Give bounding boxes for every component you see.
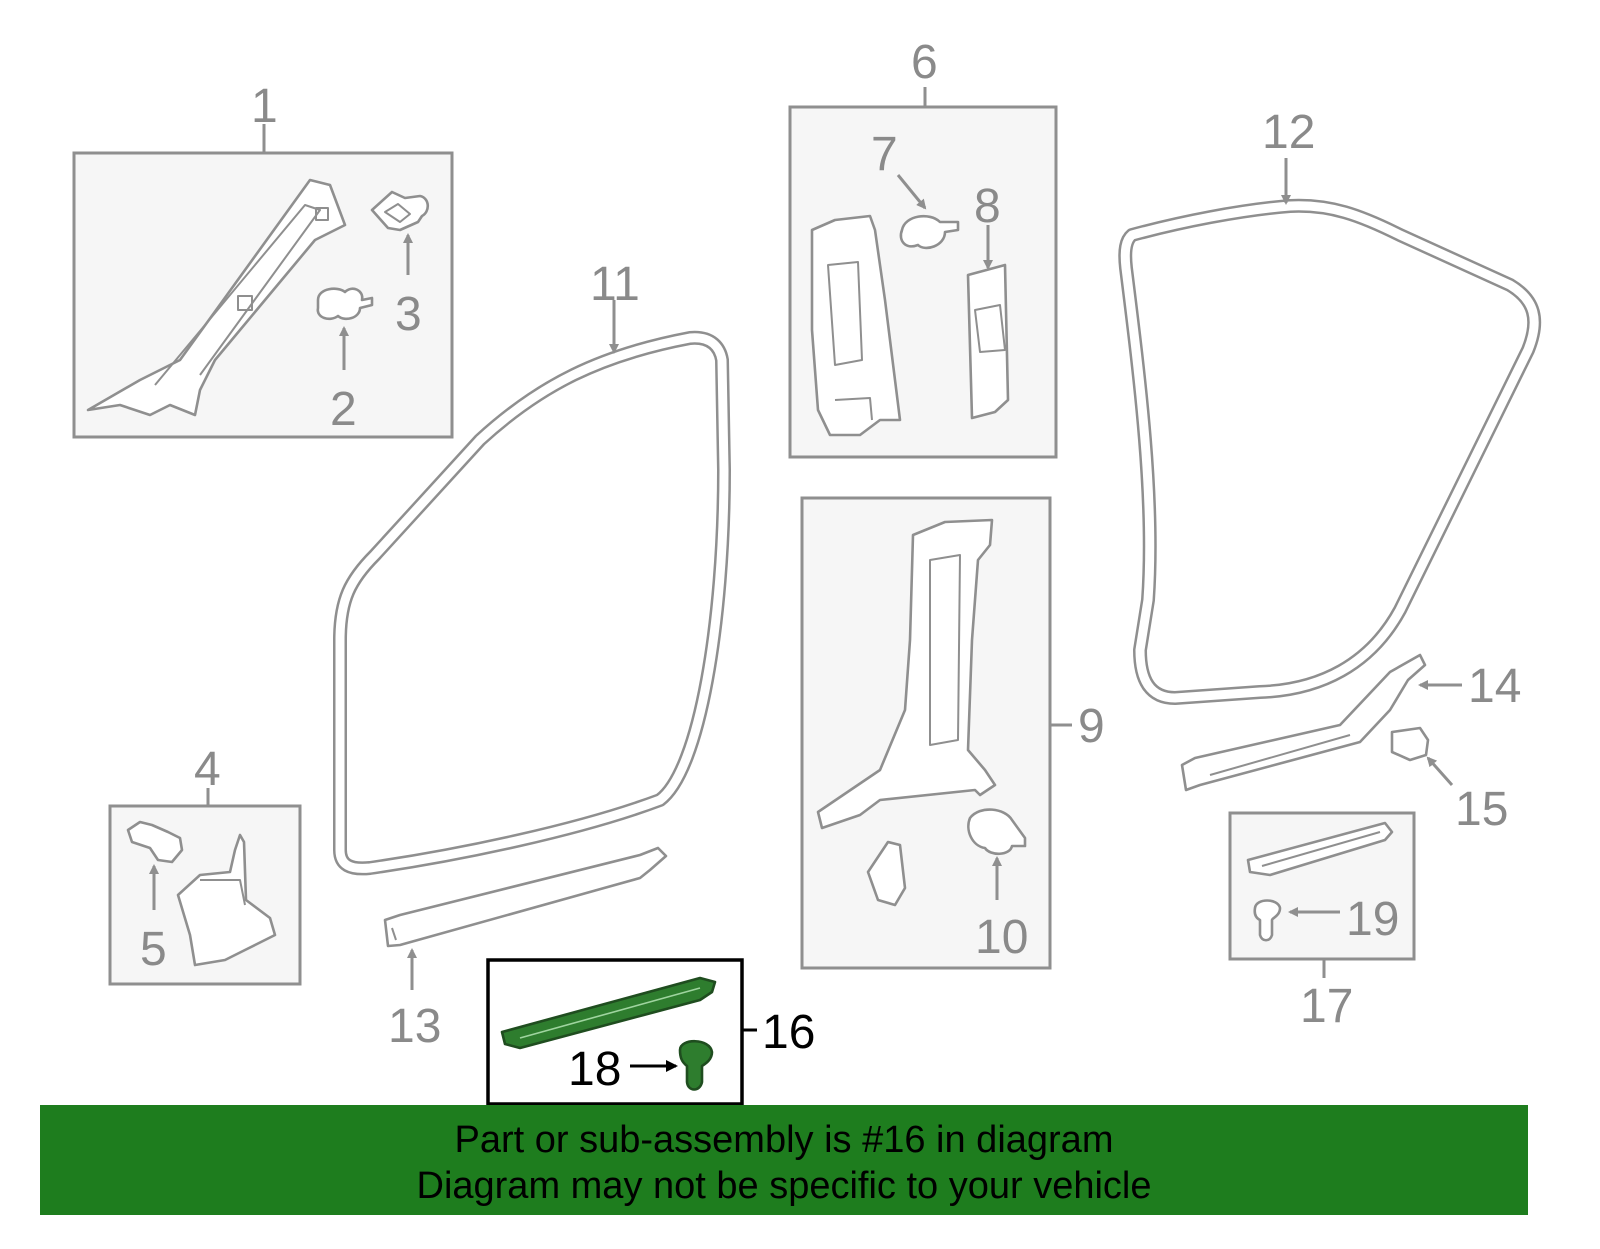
callout-16[interactable]: 16 <box>762 1006 815 1059</box>
callout-10: 10 <box>975 911 1028 964</box>
callout-12: 12 <box>1262 106 1315 159</box>
banner-line-1: Part or sub-assembly is #16 in diagram <box>454 1119 1114 1161</box>
seat-belt-guide-8 <box>966 263 1010 420</box>
front-scuff-plate <box>383 846 668 948</box>
callout-11: 11 <box>590 258 640 311</box>
leader-7 <box>896 174 927 210</box>
callout-3: 3 <box>395 288 422 341</box>
banner-line-2: Diagram may not be specific to your vehi… <box>416 1165 1152 1207</box>
cowl-side-trim <box>176 833 277 967</box>
callout-19: 19 <box>1346 893 1399 946</box>
callout-14: 14 <box>1468 660 1521 713</box>
callout-5: 5 <box>140 923 167 976</box>
clip-7 <box>899 214 960 250</box>
clip-3 <box>370 190 430 232</box>
callout-18[interactable]: 18 <box>568 1043 621 1096</box>
front-door-weatherstrip <box>333 330 731 876</box>
callout-4: 4 <box>194 743 221 796</box>
rear-door-weatherstrip <box>1118 198 1542 705</box>
callout-15: 15 <box>1455 783 1508 836</box>
callout-7: 7 <box>871 128 898 181</box>
clip-15 <box>1390 726 1430 762</box>
clip-10 <box>967 808 1027 856</box>
clip-19 <box>1253 899 1282 942</box>
center-pillar-garnish-upper <box>810 214 902 437</box>
scuff-plate-16[interactable] <box>500 976 717 1050</box>
callout-8: 8 <box>974 180 1001 233</box>
callout-1: 1 <box>251 80 278 133</box>
callout-9: 9 <box>1078 700 1105 753</box>
clip-5 <box>126 820 184 864</box>
a-pillar-garnish <box>86 178 347 417</box>
scuff-plate-17 <box>1246 821 1394 877</box>
callout-13: 13 <box>388 1000 441 1053</box>
deflector-9 <box>866 840 907 907</box>
center-pillar-garnish-lower <box>816 518 997 830</box>
clip-2 <box>316 287 374 321</box>
callout-17: 17 <box>1300 980 1353 1033</box>
callout-2: 2 <box>330 383 357 436</box>
rear-scuff-plate <box>1180 653 1427 792</box>
callout-6: 6 <box>911 36 938 89</box>
info-banner: Part or sub-assembly is #16 in diagram D… <box>40 1105 1528 1215</box>
leader-15 <box>1426 756 1454 786</box>
clip-18[interactable] <box>678 1039 714 1091</box>
